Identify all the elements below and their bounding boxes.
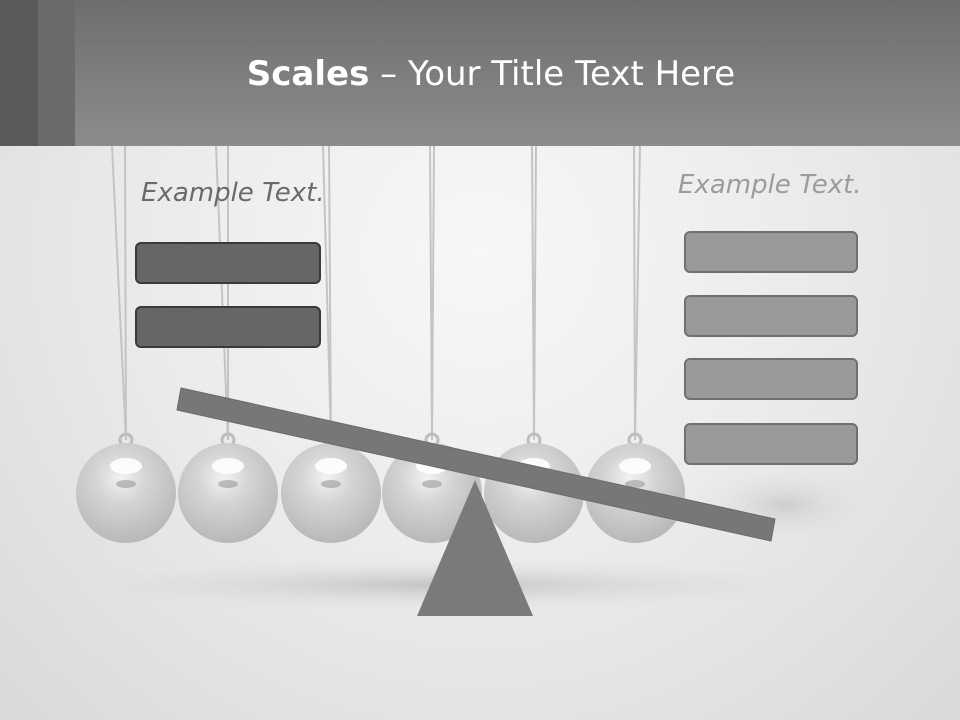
right-text-box[interactable]	[684, 423, 858, 465]
left-text-box[interactable]	[135, 306, 321, 348]
seesaw-fulcrum	[417, 480, 533, 616]
right-text-box[interactable]	[684, 358, 858, 400]
title-rest: – Your Title Text Here	[369, 54, 736, 94]
right-text-box[interactable]	[684, 231, 858, 273]
left-text-box[interactable]	[135, 242, 321, 284]
title-bar: Scales – Your Title Text Here	[0, 0, 960, 146]
seesaw-beam	[176, 387, 776, 542]
right-example-text: Example Text.	[678, 170, 862, 200]
header-accent-stripe	[38, 0, 75, 146]
title-bold: Scales	[246, 54, 370, 94]
right-text-box[interactable]	[684, 295, 858, 337]
header-accent-stripe	[0, 0, 38, 146]
slide-title: Scales – Your Title Text Here	[75, 52, 907, 96]
left-example-text: Example Text.	[141, 178, 325, 208]
